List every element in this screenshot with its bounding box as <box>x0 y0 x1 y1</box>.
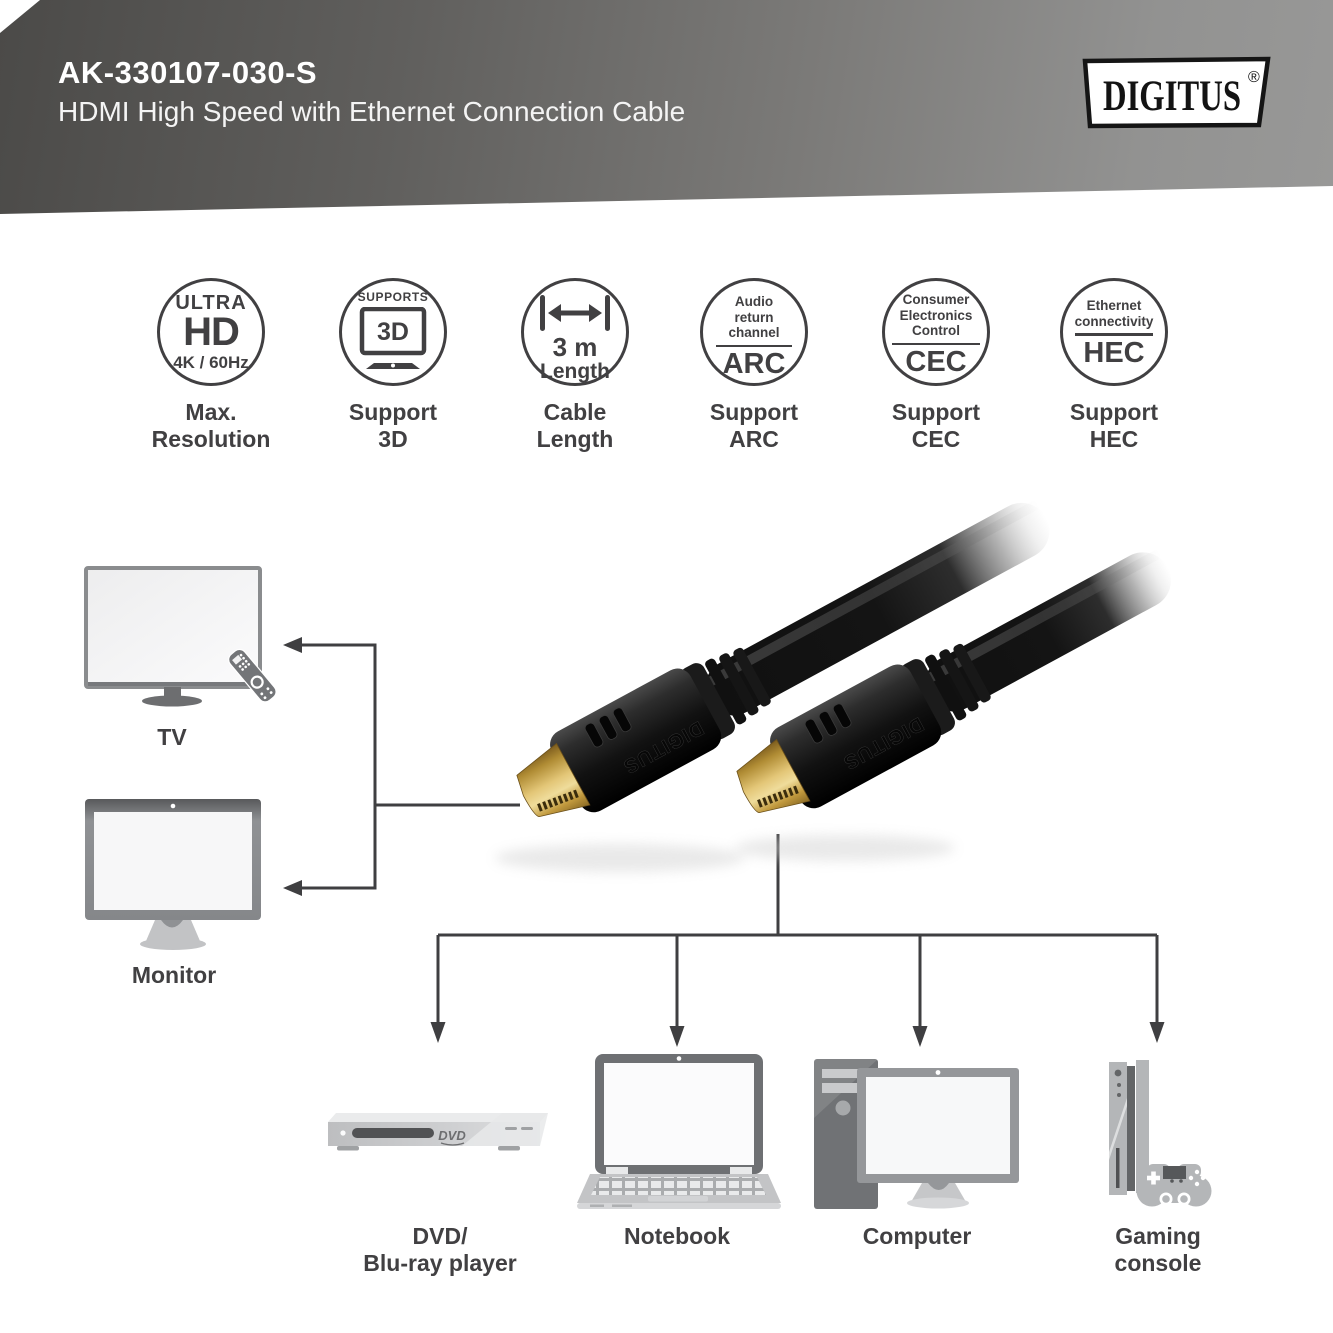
feature-text: ULTRA <box>175 292 247 314</box>
feature-text: Consumer <box>902 292 970 307</box>
divider <box>716 344 792 347</box>
feature-text: return <box>734 309 774 325</box>
arrow-left-monitor-icon <box>283 880 302 896</box>
svg-text:3D: 3D <box>377 318 409 346</box>
brand-name: DIGITUS <box>1103 73 1241 120</box>
feature-text: channel <box>728 325 780 340</box>
logo-frame <box>1082 56 1271 129</box>
gamepad-icon <box>1136 1164 1212 1207</box>
feature-max-resolution: ULTRA HD 4K / 60Hz Max.Resolution <box>121 278 301 453</box>
feature-caption: Max.Resolution <box>151 399 271 452</box>
monitor-icon <box>85 799 261 950</box>
arc-badge-icon: Audio return channel ARC <box>700 278 808 386</box>
screen-3d-icon: 3D <box>359 307 427 369</box>
cable-length-badge-icon: 3 m Length <box>521 278 629 386</box>
cec-badge-icon: Consumer Electronics Control CEC <box>882 278 990 386</box>
feature-text: CEC <box>905 346 967 378</box>
feature-text: 4K / 60Hz <box>173 353 249 372</box>
feature-text: ARC <box>722 348 786 380</box>
arrow-down-gaming-icon <box>1149 1022 1165 1043</box>
gaming-console-icon <box>1109 1060 1212 1207</box>
feature-text: Electronics <box>899 307 973 323</box>
feature-support-cec: Consumer Electronics Control CEC Support… <box>846 278 1026 453</box>
arrow-left-tv-icon <box>283 637 302 653</box>
arrow-down-dvd-icon <box>430 1022 446 1043</box>
feature-text: Ethernet <box>1086 298 1142 313</box>
brand-logo: DIGITUS ® <box>1082 56 1271 129</box>
dvd-label: DVD/Blu-ray player <box>363 1223 517 1276</box>
dvd-player-icon: DVD <box>328 1113 548 1151</box>
hdmi-plug-right: DIGITUS <box>736 550 1171 813</box>
hec-badge-icon: Ethernet connectivity HEC <box>1060 278 1168 386</box>
registered-mark: ® <box>1248 69 1260 86</box>
arrow-down-notebook-icon <box>669 1026 685 1047</box>
connector-lines <box>300 643 1159 1027</box>
feature-text: Control <box>912 323 960 338</box>
page-title: HDMI High Speed with Ethernet Connection… <box>58 96 686 127</box>
screen-3d-badge-icon: SUPPORTS 3D <box>339 278 447 386</box>
feature-text: HD <box>183 310 240 354</box>
divider <box>892 342 980 345</box>
feature-text: SUPPORTS <box>357 290 429 304</box>
length-arrow-icon <box>540 295 610 331</box>
tv-icon <box>84 566 277 707</box>
dvd-logo: DVD <box>438 1128 466 1143</box>
feature-text: Audio <box>734 294 774 309</box>
feature-text: HEC <box>1083 336 1145 369</box>
remote-control-icon <box>228 648 277 703</box>
hdmi-plug-left: DIGITUS <box>516 500 1050 817</box>
tv-label: TV <box>157 724 187 750</box>
feature-text: connectivity <box>1074 313 1154 329</box>
hdmi-cable-photo: DIGITUS <box>495 500 1171 872</box>
product-code: AK-330107-030-S <box>58 55 318 90</box>
arrow-down-computer-icon <box>912 1026 928 1047</box>
computer-label: Computer <box>862 1223 972 1249</box>
notebook-icon <box>577 1054 781 1209</box>
computer-icon <box>814 1059 1019 1209</box>
monitor-label: Monitor <box>131 962 217 988</box>
feature-text: 3 m <box>552 332 598 362</box>
notebook-label: Notebook <box>623 1223 731 1249</box>
feature-text: Length <box>540 360 610 383</box>
arrowheads <box>283 637 1165 1047</box>
divider <box>1075 333 1153 336</box>
ultra-hd-badge-icon: ULTRA HD 4K / 60Hz <box>157 278 265 386</box>
